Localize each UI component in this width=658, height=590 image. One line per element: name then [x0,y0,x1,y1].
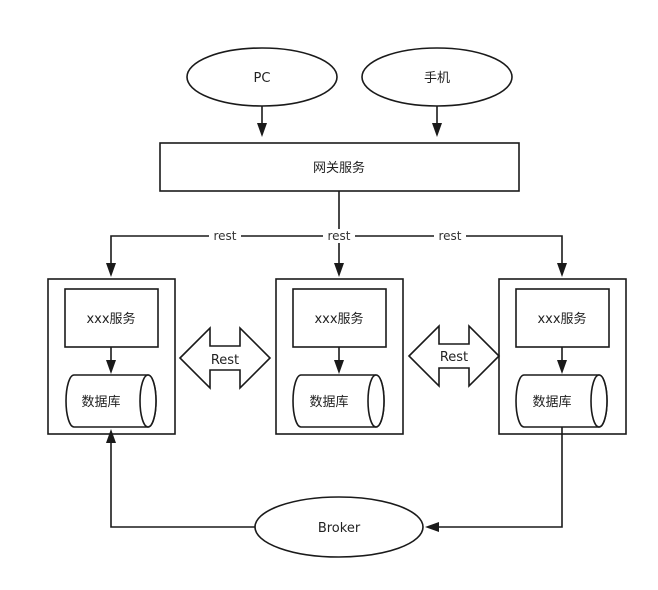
database-2: 数据库 [292,374,385,428]
gateway-node: 网关服务 [159,142,520,192]
client-pc-label: PC [254,71,271,86]
service-box-2 [292,288,387,348]
service-box-3 [515,288,610,348]
database-label-2: 数据库 [309,394,348,410]
rest-arrow-label-right: Rest [440,350,468,365]
edge-mobile-to-gateway [432,106,442,137]
svg-text:rest: rest [438,229,461,243]
database-label-3: 数据库 [532,394,571,410]
gateway-box [159,142,520,192]
edge-label-rest-middle: rest [323,229,355,243]
service-label-1: xxx服务 [86,311,135,327]
service-label-2: xxx服务 [314,311,363,327]
service-cluster-1: xxx服务 数据库 [47,278,176,435]
database-label-1: 数据库 [81,394,120,410]
service-cluster-2: xxx服务 数据库 [275,278,404,435]
edge-label-rest-left: rest [209,229,241,243]
client-mobile-label: 手机 [424,71,450,86]
service-label-3: xxx服务 [537,311,586,327]
edge-pc-to-gateway [257,106,267,137]
database-3: 数据库 [515,374,608,428]
arrowhead-service-left [106,263,116,277]
broker-node: Broker [254,496,424,558]
arrowhead-service-middle [334,263,344,277]
rest-double-arrow-right: Rest [407,324,501,388]
svg-text:rest: rest [213,229,236,243]
edge-broker-to-database [106,429,255,528]
rest-arrow-label-left: Rest [211,353,239,368]
edge-label-rest-right: rest [434,229,466,243]
service-cluster-3: xxx服务 数据库 [498,278,627,435]
broker-label: Broker [318,521,361,536]
database-1: 数据库 [65,374,157,428]
arrowhead-service-right [557,263,567,277]
svg-text:rest: rest [327,229,350,243]
rest-double-arrow-left: Rest [178,326,272,390]
edge-database-to-broker [425,427,563,532]
client-pc-node: PC [186,47,338,107]
client-mobile-node: 手机 [361,47,513,107]
gateway-label: 网关服务 [313,160,365,176]
service-box-1 [64,288,159,348]
